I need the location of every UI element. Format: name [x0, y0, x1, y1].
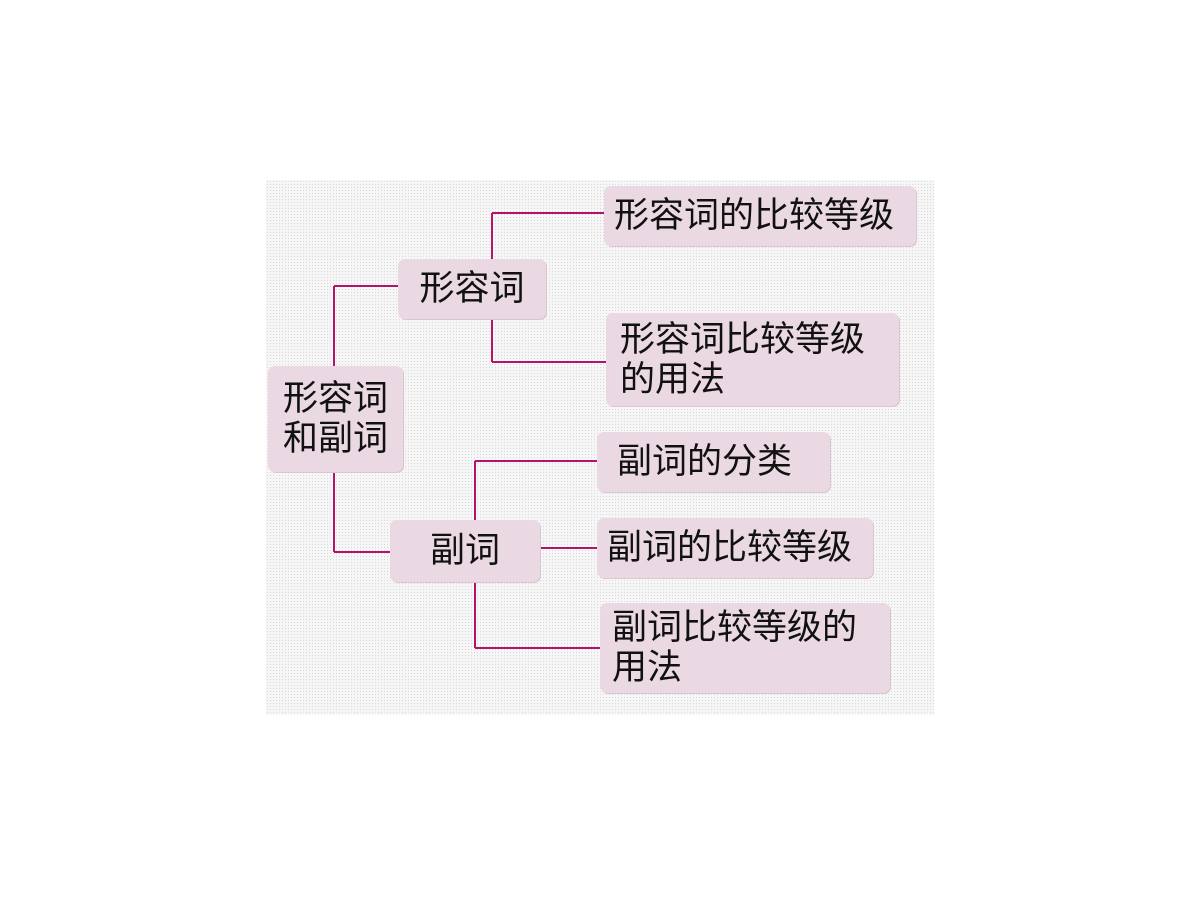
branch-node-adjective: 形容词	[398, 259, 546, 319]
branch-node-adverb-label: 副词	[429, 531, 500, 571]
leaf-node-adjective-comparison-label: 形容词的比较等级	[614, 196, 895, 236]
leaf-node-adjective-usage-label: 形容词比较等级 的用法	[620, 319, 866, 400]
leaf-node-adjective-comparison: 形容词的比较等级	[604, 186, 916, 246]
root-node: 形容词 和副词	[268, 366, 403, 472]
leaf-node-adverb-types-label: 副词的分类	[617, 442, 793, 482]
branch-node-adverb: 副词	[390, 520, 540, 582]
leaf-node-adverb-usage-label: 副词比较等级的 用法	[612, 608, 858, 688]
leaf-node-adverb-usage: 副词比较等级的 用法	[600, 603, 890, 693]
branch-node-adjective-label: 形容词	[419, 269, 525, 309]
leaf-node-adverb-types: 副词的分类	[597, 432, 830, 492]
leaf-node-adverb-comparison-label: 副词的比较等级	[607, 528, 853, 568]
leaf-node-adverb-comparison: 副词的比较等级	[597, 518, 873, 578]
root-node-label: 形容词 和副词	[282, 379, 388, 459]
leaf-node-adjective-usage: 形容词比较等级 的用法	[606, 313, 899, 406]
